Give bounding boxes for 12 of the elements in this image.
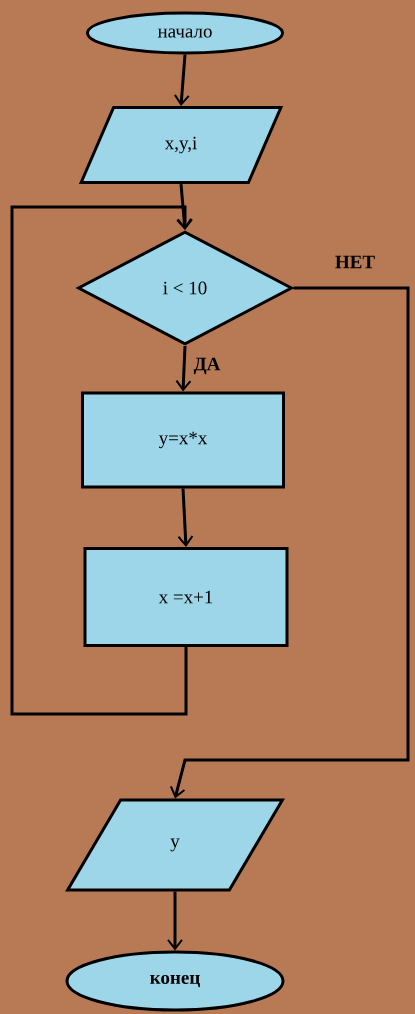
terminator-oval: начало [86,11,284,55]
arrow [169,286,410,799]
process-box: x =x+1 [83,547,289,647]
process-box: y=x*x [81,391,285,489]
arrow [167,891,183,951]
terminator-oval: конец [65,950,285,1012]
arrow [177,488,194,547]
arrow [173,54,190,106]
arrow [10,205,193,716]
edge-label: ДА [193,357,221,375]
arrow [175,345,192,392]
edge-label: НЕТ [335,255,375,269]
